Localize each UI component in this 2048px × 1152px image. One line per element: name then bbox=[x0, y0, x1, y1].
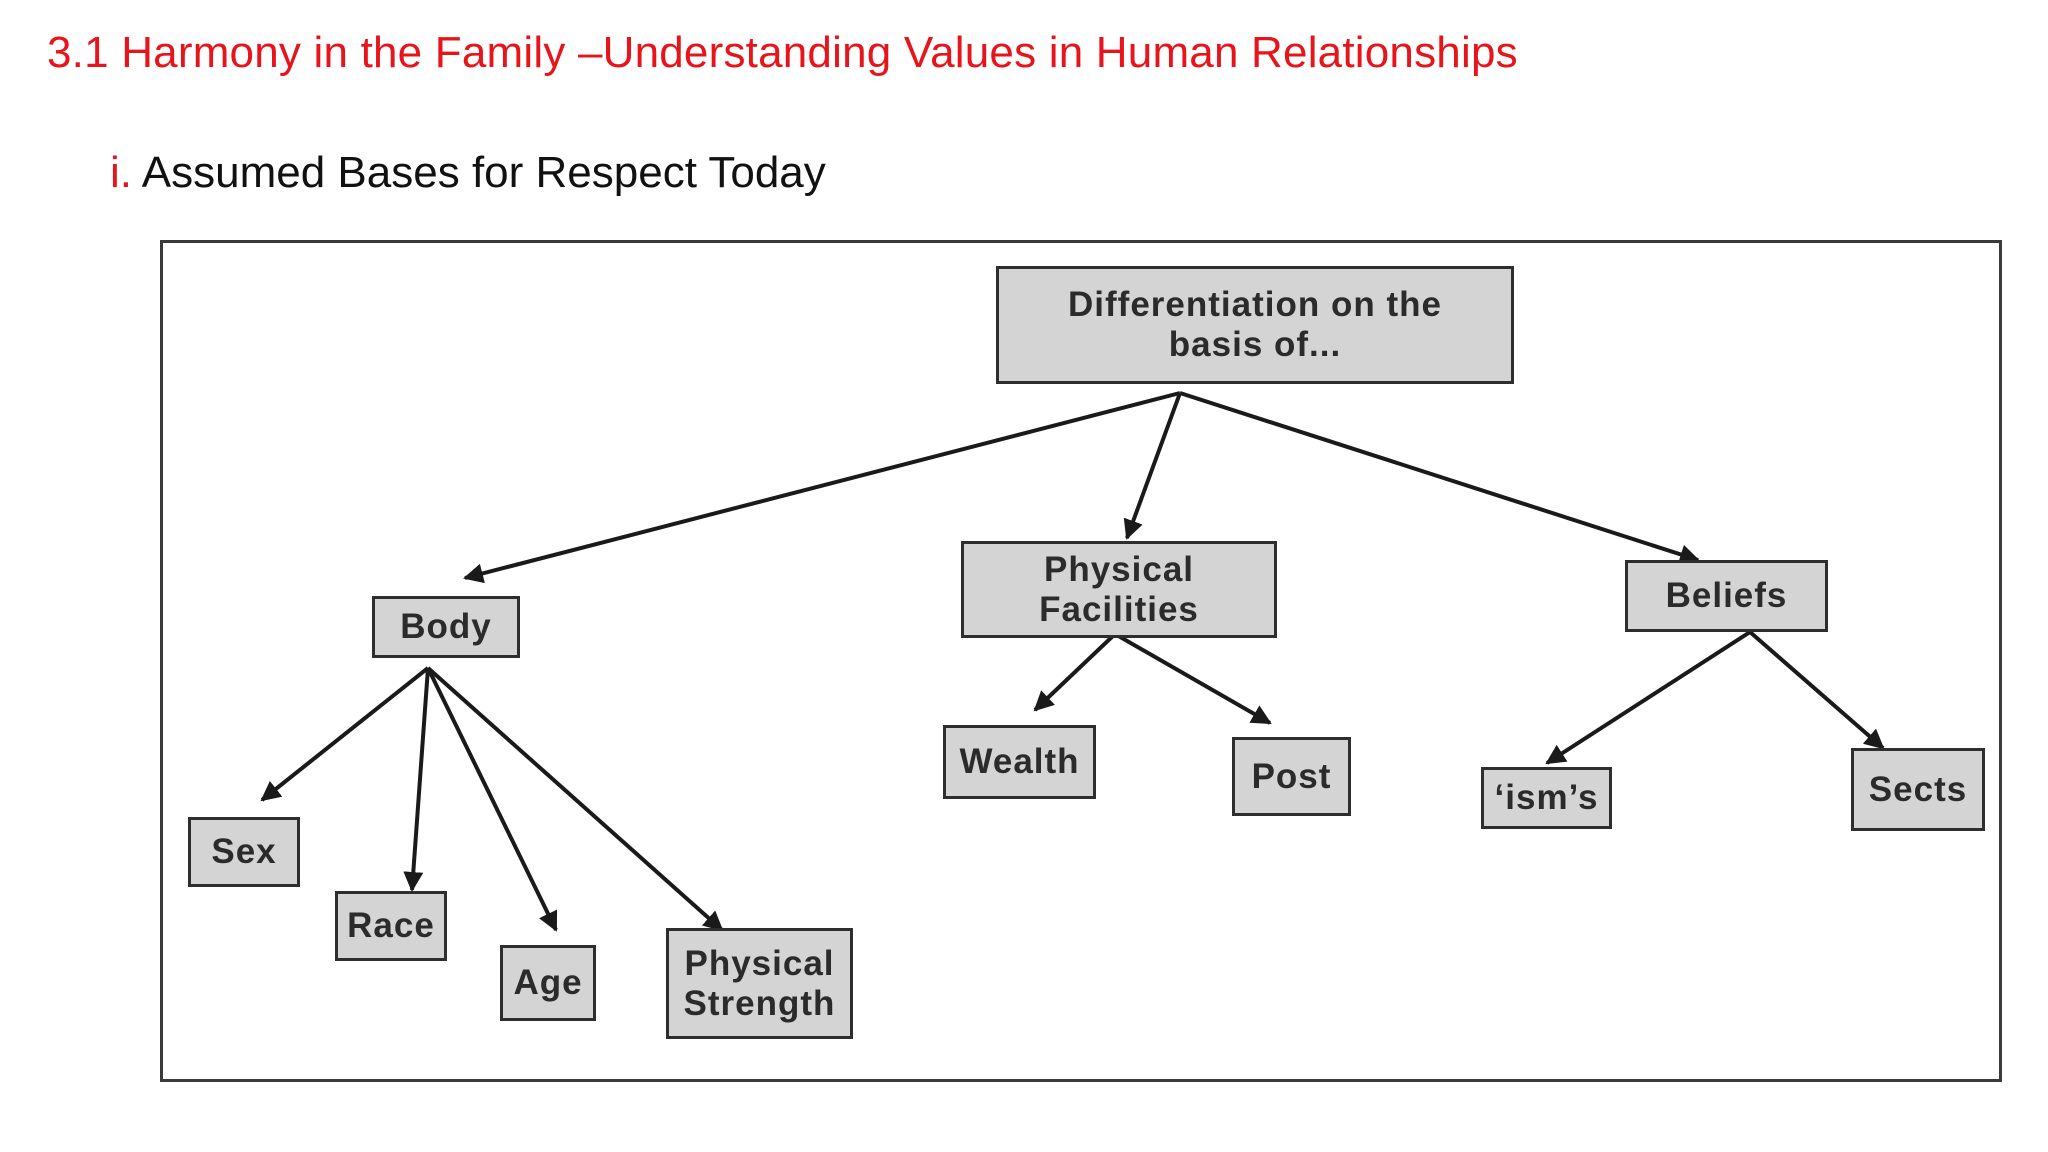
node-beliefs: Beliefs bbox=[1625, 560, 1828, 632]
arrow-root-to-facilities bbox=[1123, 392, 1182, 540]
slide-title: 3.1 Harmony in the Family –Understanding… bbox=[47, 28, 1518, 77]
node-post-label: Post bbox=[1251, 756, 1332, 796]
subtitle-text: Assumed Bases for Respect Today bbox=[141, 148, 826, 197]
arrow-beliefs-to-isms bbox=[1545, 630, 1752, 765]
arrow-beliefs-to-sects bbox=[1748, 630, 1885, 750]
node-post: Post bbox=[1232, 737, 1351, 816]
node-race: Race bbox=[335, 891, 447, 961]
arrow-body-to-age bbox=[426, 667, 558, 932]
arrow-facilities-to-post bbox=[1114, 632, 1272, 725]
node-physical-facilities: Physical Facilities bbox=[961, 541, 1277, 638]
node-root: Differentiation on the basis of... bbox=[996, 266, 1514, 384]
node-sex-label: Sex bbox=[211, 832, 277, 871]
node-sex: Sex bbox=[188, 817, 300, 887]
node-age-label: Age bbox=[513, 963, 583, 1002]
subtitle-number: i. bbox=[110, 148, 132, 197]
node-sects-label: Sects bbox=[1868, 769, 1968, 809]
node-beliefs-label: Beliefs bbox=[1665, 576, 1788, 615]
node-wealth: Wealth bbox=[943, 725, 1096, 799]
node-age: Age bbox=[500, 945, 596, 1021]
node-wealth-label: Wealth bbox=[959, 742, 1080, 781]
node-isms: ‘ism’s bbox=[1481, 767, 1612, 829]
node-physical-strength: Physical Strength bbox=[666, 928, 853, 1039]
arrow-body-to-sex bbox=[260, 666, 430, 802]
node-race-label: Race bbox=[347, 906, 435, 945]
node-physical-strength-label: Physical Strength bbox=[683, 943, 836, 1023]
arrow-root-to-beliefs bbox=[1179, 391, 1700, 564]
node-sects: Sects bbox=[1851, 748, 1985, 831]
arrow-root-to-body bbox=[463, 391, 1181, 584]
node-body: Body bbox=[372, 596, 520, 658]
subtitle: i. Assumed Bases for Respect Today bbox=[110, 148, 826, 198]
arrow-facilities-to-wealth bbox=[1033, 632, 1117, 712]
node-physical-facilities-label: Physical Facilities bbox=[1039, 549, 1199, 629]
arrow-body-to-strength bbox=[426, 666, 724, 932]
arrow-body-to-race bbox=[403, 667, 430, 892]
node-isms-label: ‘ism’s bbox=[1494, 778, 1599, 817]
node-body-label: Body bbox=[400, 607, 492, 646]
node-root-label: Differentiation on the basis of... bbox=[1068, 285, 1442, 364]
